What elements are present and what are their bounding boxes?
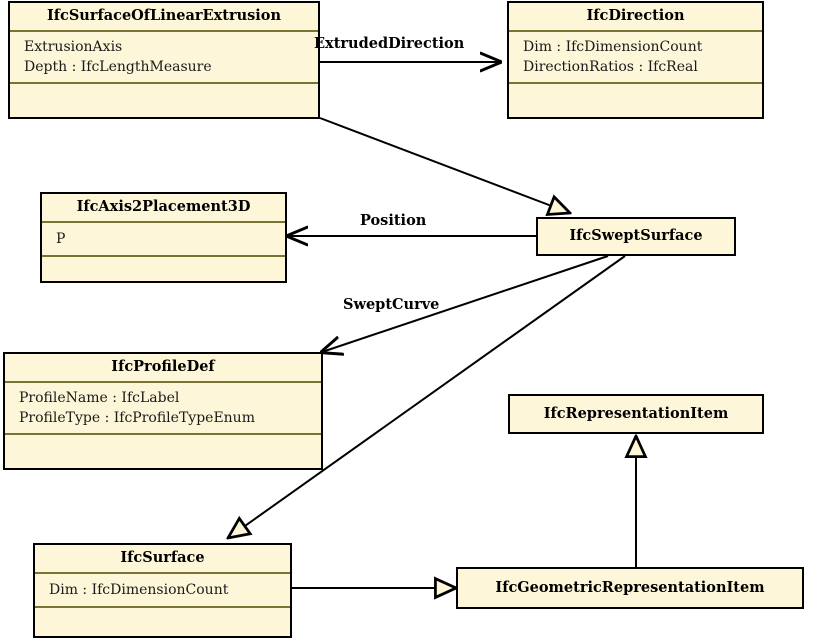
class-title: IfcProfileDef [111, 358, 215, 375]
attribute-row: Depth : IfcLengthMeasure [24, 58, 212, 75]
attribute-row: Dim : IfcDimensionCount [523, 38, 703, 55]
class-title: IfcAxis2Placement3D [76, 198, 251, 215]
class-title: IfcSweptSurface [569, 227, 703, 244]
attribute-row: ProfileName : IfcLabel [19, 389, 180, 406]
class-title: IfcRepresentationItem [543, 405, 729, 422]
class-attributes: P [42, 223, 285, 255]
attribute-row: ExtrusionAxis [24, 38, 123, 55]
class-attributes: Dim : IfcDimensionCount [35, 574, 290, 606]
edge-label-extruded-direction: ExtrudedDirection [314, 35, 465, 52]
class-box-ifc-direction[interactable]: IfcDirection Dim : IfcDimensionCount Dir… [507, 1, 764, 119]
compartment-separator [10, 29, 318, 32]
compartment-separator [42, 220, 285, 223]
class-attributes: ProfileName : IfcLabel ProfileType : Ifc… [5, 383, 321, 434]
attribute-row: DirectionRatios : IfcReal [523, 58, 698, 75]
class-box-ifc-surface[interactable]: IfcSurface Dim : IfcDimensionCount [33, 543, 292, 638]
compartment-separator [35, 605, 290, 608]
compartment-separator [10, 82, 318, 85]
attribute-row: Dim : IfcDimensionCount [49, 581, 229, 598]
compartment-separator [42, 254, 285, 257]
class-title: IfcSurface [120, 549, 205, 566]
class-title: IfcDirection [586, 7, 685, 24]
class-operations [509, 84, 762, 100]
edge-extrusion-generalizes-swept [319, 117, 570, 213]
class-title: IfcGeometricRepresentationItem [495, 579, 765, 596]
class-box-ifc-axis2-placement-3d[interactable]: IfcAxis2Placement3D P [40, 192, 287, 283]
class-operations [10, 84, 318, 100]
class-box-ifc-surface-of-linear-extrusion[interactable]: IfcSurfaceOfLinearExtrusion ExtrusionAxi… [8, 1, 320, 119]
class-attributes: Dim : IfcDimensionCount DirectionRatios … [509, 32, 762, 83]
class-title: IfcSurfaceOfLinearExtrusion [46, 7, 282, 24]
class-operations [35, 608, 290, 624]
class-box-ifc-swept-surface[interactable]: IfcSweptSurface [536, 217, 736, 256]
class-box-ifc-geometric-representation-item[interactable]: IfcGeometricRepresentationItem [456, 567, 804, 609]
compartment-separator [5, 433, 321, 436]
class-attributes: ExtrusionAxis Depth : IfcLengthMeasure [10, 32, 318, 83]
attribute-row: ProfileType : IfcProfileTypeEnum [19, 409, 255, 426]
attribute-row: P [56, 230, 66, 247]
compartment-separator [5, 380, 321, 383]
compartment-separator [509, 82, 762, 85]
compartment-separator [35, 571, 290, 574]
class-operations [42, 257, 285, 273]
class-operations [5, 435, 321, 451]
edge-label-swept-curve: SweptCurve [343, 296, 440, 313]
compartment-separator [509, 29, 762, 32]
class-box-ifc-profile-def[interactable]: IfcProfileDef ProfileName : IfcLabel Pro… [3, 352, 323, 470]
edge-label-position: Position [360, 212, 427, 229]
class-box-ifc-representation-item[interactable]: IfcRepresentationItem [508, 394, 764, 434]
